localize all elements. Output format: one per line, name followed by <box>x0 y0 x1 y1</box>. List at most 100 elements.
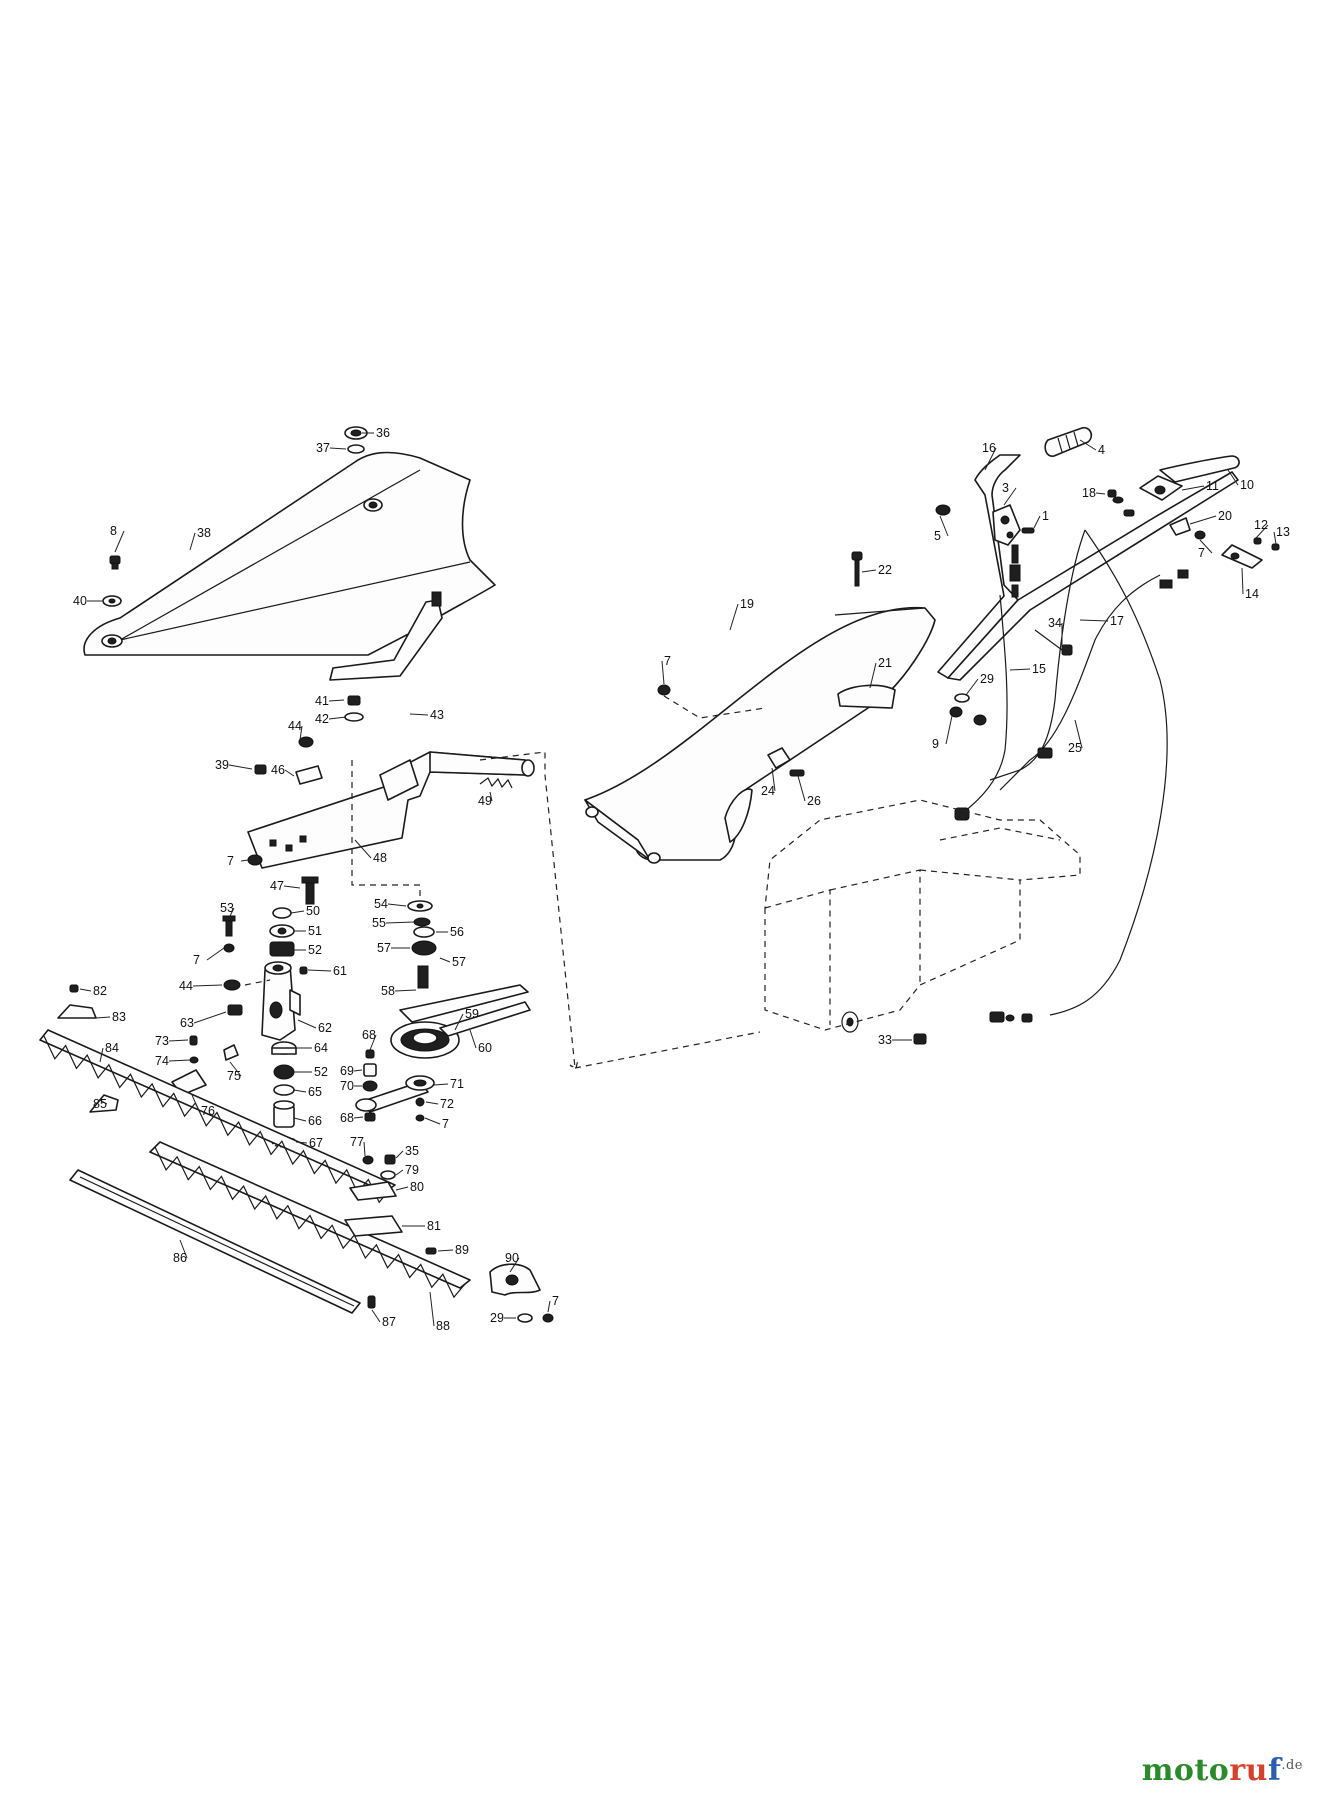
bolt-22 <box>851 551 863 587</box>
callout-leader-c7f <box>1199 539 1213 554</box>
callout-leader-c53 <box>227 907 235 921</box>
nut-72 <box>415 1097 425 1107</box>
drive-belt-60 <box>399 984 531 1037</box>
screw-87 <box>367 1295 376 1309</box>
nut-handle-right <box>973 714 987 726</box>
callout-leader-c29b <box>965 678 979 696</box>
pin-68-top <box>365 1049 375 1059</box>
callout-leader-c76 <box>191 1094 200 1112</box>
washer-29-handle <box>954 693 970 703</box>
callout-label-c77: 77 <box>350 1135 364 1149</box>
washer-29-lower <box>517 1313 533 1323</box>
callout-leader-c66 <box>293 1117 307 1122</box>
callout-label-c7a: 7 <box>227 854 234 868</box>
callout-label-c53: 53 <box>220 901 234 915</box>
callout-label-c54: 54 <box>374 897 388 911</box>
callout-label-c10: 10 <box>1240 478 1254 492</box>
callout-leader-c87 <box>371 1309 381 1323</box>
callout-leader-c14 <box>1241 567 1244 595</box>
callout-label-c50: 50 <box>306 904 320 918</box>
callout-leader-c21 <box>869 662 877 689</box>
callout-label-c62: 62 <box>318 1021 332 1035</box>
callout-label-c59: 59 <box>465 1007 479 1021</box>
callout-leader-c18 <box>1095 492 1106 495</box>
part-20 <box>1169 517 1191 536</box>
nut-7-rod <box>415 1114 425 1122</box>
callout-leader-c68b <box>353 1116 364 1119</box>
callout-label-c42: 42 <box>315 712 329 726</box>
callout-leader-c83 <box>95 1016 111 1019</box>
callout-leader-c39 <box>228 764 253 770</box>
callout-label-c39: 39 <box>215 758 229 772</box>
cutter-bar-86 <box>69 1169 361 1314</box>
callout-label-c57a: 57 <box>377 941 391 955</box>
callout-label-c84: 84 <box>105 1041 119 1055</box>
bushing-69 <box>363 1063 377 1077</box>
callout-label-c79: 79 <box>405 1163 419 1177</box>
callout-label-c60: 60 <box>478 1041 492 1055</box>
cable-end-lower <box>989 1011 1033 1023</box>
callout-leader-c46 <box>284 769 295 777</box>
plate-46 <box>295 765 323 785</box>
part-33 <box>913 1033 927 1045</box>
callout-leader-c1 <box>1033 515 1041 529</box>
callout-leader-c24 <box>771 767 776 792</box>
washer-37 <box>347 444 365 454</box>
lever-3 <box>992 504 1021 546</box>
callout-leader-c7e <box>661 660 665 685</box>
callout-leader-c89 <box>437 1249 454 1252</box>
nut-7-handle <box>1194 530 1206 540</box>
callout-label-c76: 76 <box>201 1104 215 1118</box>
callout-leader-c60 <box>469 1029 477 1049</box>
screw-34 <box>1034 629 1073 656</box>
callout-leader-c59 <box>454 1013 464 1031</box>
callout-label-c15: 15 <box>1032 662 1046 676</box>
nut-7-lower <box>542 1313 554 1323</box>
callout-label-c47: 47 <box>270 879 284 893</box>
callout-label-c55: 55 <box>372 916 386 930</box>
callout-label-c75: 75 <box>227 1069 241 1083</box>
callout-leader-c42 <box>328 716 347 720</box>
callout-label-c4: 4 <box>1098 443 1105 457</box>
brand-logo: motoruf.de <box>1142 1753 1303 1788</box>
spring-49 <box>479 777 513 789</box>
callout-leader-c16 <box>984 447 997 471</box>
callout-label-c11: 11 <box>1206 479 1219 493</box>
bracket-21 <box>837 684 896 709</box>
brand-part1: moto <box>1141 1753 1230 1788</box>
callout-leader-c10 <box>1227 469 1239 486</box>
callout-label-c7d: 7 <box>552 1294 559 1308</box>
callout-label-c83: 83 <box>112 1010 126 1024</box>
callout-leader-c43 <box>409 713 429 716</box>
callout-leader-c15 <box>1009 668 1031 671</box>
callout-label-c73: 73 <box>155 1034 169 1048</box>
cutter-arm-48 <box>247 751 535 869</box>
washer-74 <box>189 1056 199 1064</box>
callout-label-c41: 41 <box>315 694 329 708</box>
callout-label-c29a: 29 <box>490 1311 504 1325</box>
nut-44-lower <box>223 979 241 991</box>
callout-leader-c13 <box>1273 531 1277 545</box>
callout-label-c80: 80 <box>410 1180 424 1194</box>
nut-7-fender <box>657 684 671 696</box>
callout-leader-c67 <box>295 1141 308 1144</box>
callout-leader-c82 <box>79 988 92 992</box>
callout-leader-c44a <box>299 725 303 741</box>
screw-1 <box>1021 527 1035 534</box>
knife-bar-84 <box>39 1029 396 1204</box>
callout-leader-c35 <box>395 1150 404 1159</box>
bracket-24 <box>767 747 791 769</box>
callout-leader-c73 <box>168 1039 189 1042</box>
callout-label-c74: 74 <box>155 1054 169 1068</box>
callout-label-c65: 65 <box>308 1085 322 1099</box>
callout-label-c36: 36 <box>376 426 390 440</box>
plate-81 <box>344 1215 403 1237</box>
lever-14 <box>1221 544 1263 569</box>
callout-leader-c9 <box>945 715 953 745</box>
pin-68-bottom <box>364 1112 376 1122</box>
bearing-stack-right <box>407 900 437 989</box>
fender-19 <box>584 607 936 864</box>
bolt-26 <box>789 769 805 777</box>
callout-leader-c88 <box>429 1291 435 1327</box>
